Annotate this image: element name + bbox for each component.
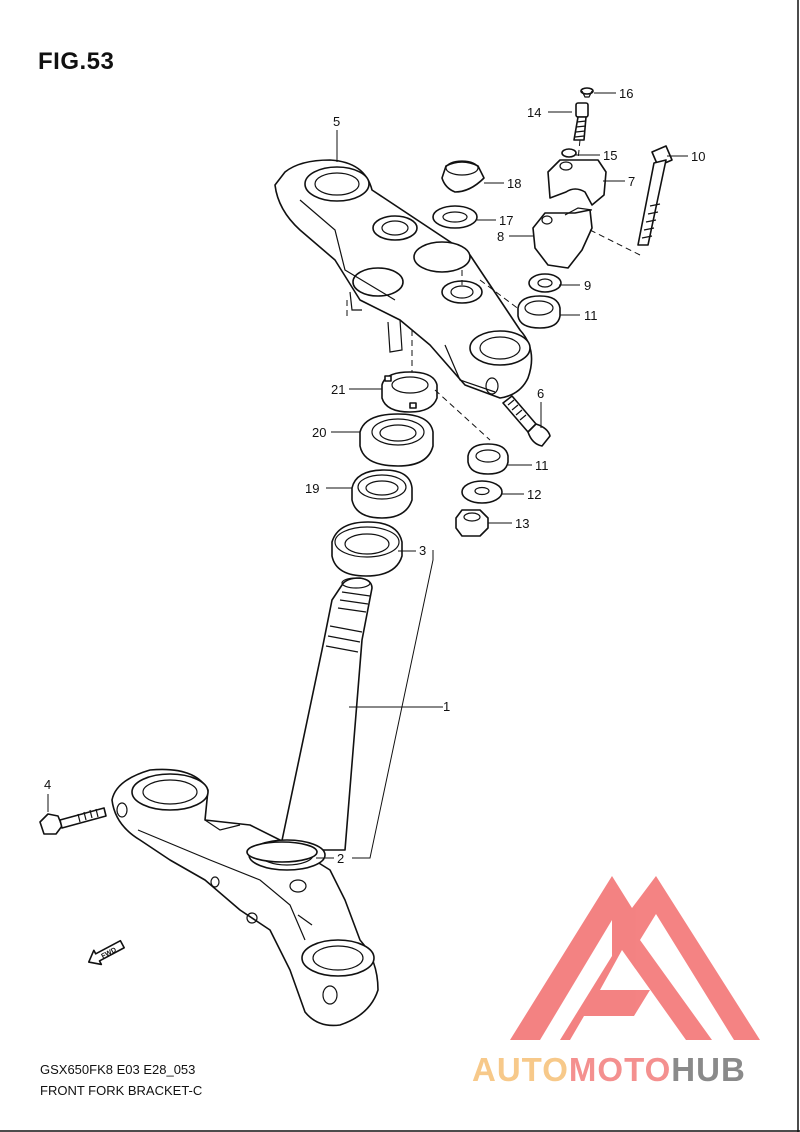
bolt-14 <box>573 102 589 141</box>
callout-13: 13 <box>515 516 529 531</box>
callout-17: 17 <box>499 213 513 228</box>
callout-12: 12 <box>527 487 541 502</box>
callout-9: 9 <box>584 278 591 293</box>
washer-15 <box>561 148 577 158</box>
figure-title: FIG.53 <box>38 48 115 75</box>
cap-nut-18 <box>441 160 485 193</box>
handlebar-holder-upper-7 <box>547 159 607 206</box>
callout-11-upper: 11 <box>584 308 598 323</box>
callout-8: 8 <box>497 229 504 244</box>
diagram-code: GSX650FK8 E03 E28_053 <box>40 1062 196 1077</box>
bolt-10 <box>637 145 673 246</box>
steering-stem-1 <box>279 577 373 851</box>
watermark-part-moto: MOTO <box>569 1051 671 1088</box>
lower-fork-bracket <box>111 768 379 1027</box>
callout-2: 2 <box>337 851 344 866</box>
washer-12 <box>461 480 503 504</box>
washer-9 <box>528 273 562 293</box>
watermark-logo-shape <box>510 876 760 1040</box>
upper-fork-bracket <box>274 159 533 399</box>
callout-15: 15 <box>603 148 617 163</box>
callout-21: 21 <box>331 382 345 397</box>
cushion-11-lower <box>467 443 509 475</box>
callout-10: 10 <box>691 149 705 164</box>
bearing-3 <box>331 521 403 577</box>
callout-14: 14 <box>527 105 541 120</box>
forward-arrow: FWD <box>87 939 125 966</box>
cushion-11-upper <box>517 295 561 329</box>
callout-3: 3 <box>419 543 426 558</box>
handlebar-holder-lower-8 <box>532 207 593 269</box>
watermark-logo <box>510 876 760 1040</box>
nut-13 <box>455 509 489 537</box>
dust-seal-20 <box>359 413 434 467</box>
callout-1: 1 <box>443 699 450 714</box>
watermark-part-hub: HUB <box>671 1051 746 1088</box>
callout-11-lower: 11 <box>535 458 549 473</box>
callout-6: 6 <box>537 386 544 401</box>
callout-18: 18 <box>507 176 521 191</box>
callout-4: 4 <box>44 777 51 792</box>
callout-20: 20 <box>312 425 326 440</box>
callout-19: 19 <box>305 481 319 496</box>
bearing-19 <box>351 469 413 519</box>
screw-16 <box>580 87 594 98</box>
steering-nut-21 <box>381 371 438 413</box>
bolt-4 <box>39 807 107 835</box>
watermark-text: AUTOMOTOHUB <box>472 1051 746 1088</box>
forward-arrow-label: FWD <box>100 947 117 961</box>
callout-5: 5 <box>333 114 340 129</box>
bolt-6 <box>502 395 551 447</box>
callout-7: 7 <box>628 174 635 189</box>
callout-16: 16 <box>619 86 633 101</box>
diagram-caption: FRONT FORK BRACKET-C <box>40 1083 203 1098</box>
watermark-part-auto: AUTO <box>472 1051 569 1088</box>
washer-17 <box>432 205 478 229</box>
